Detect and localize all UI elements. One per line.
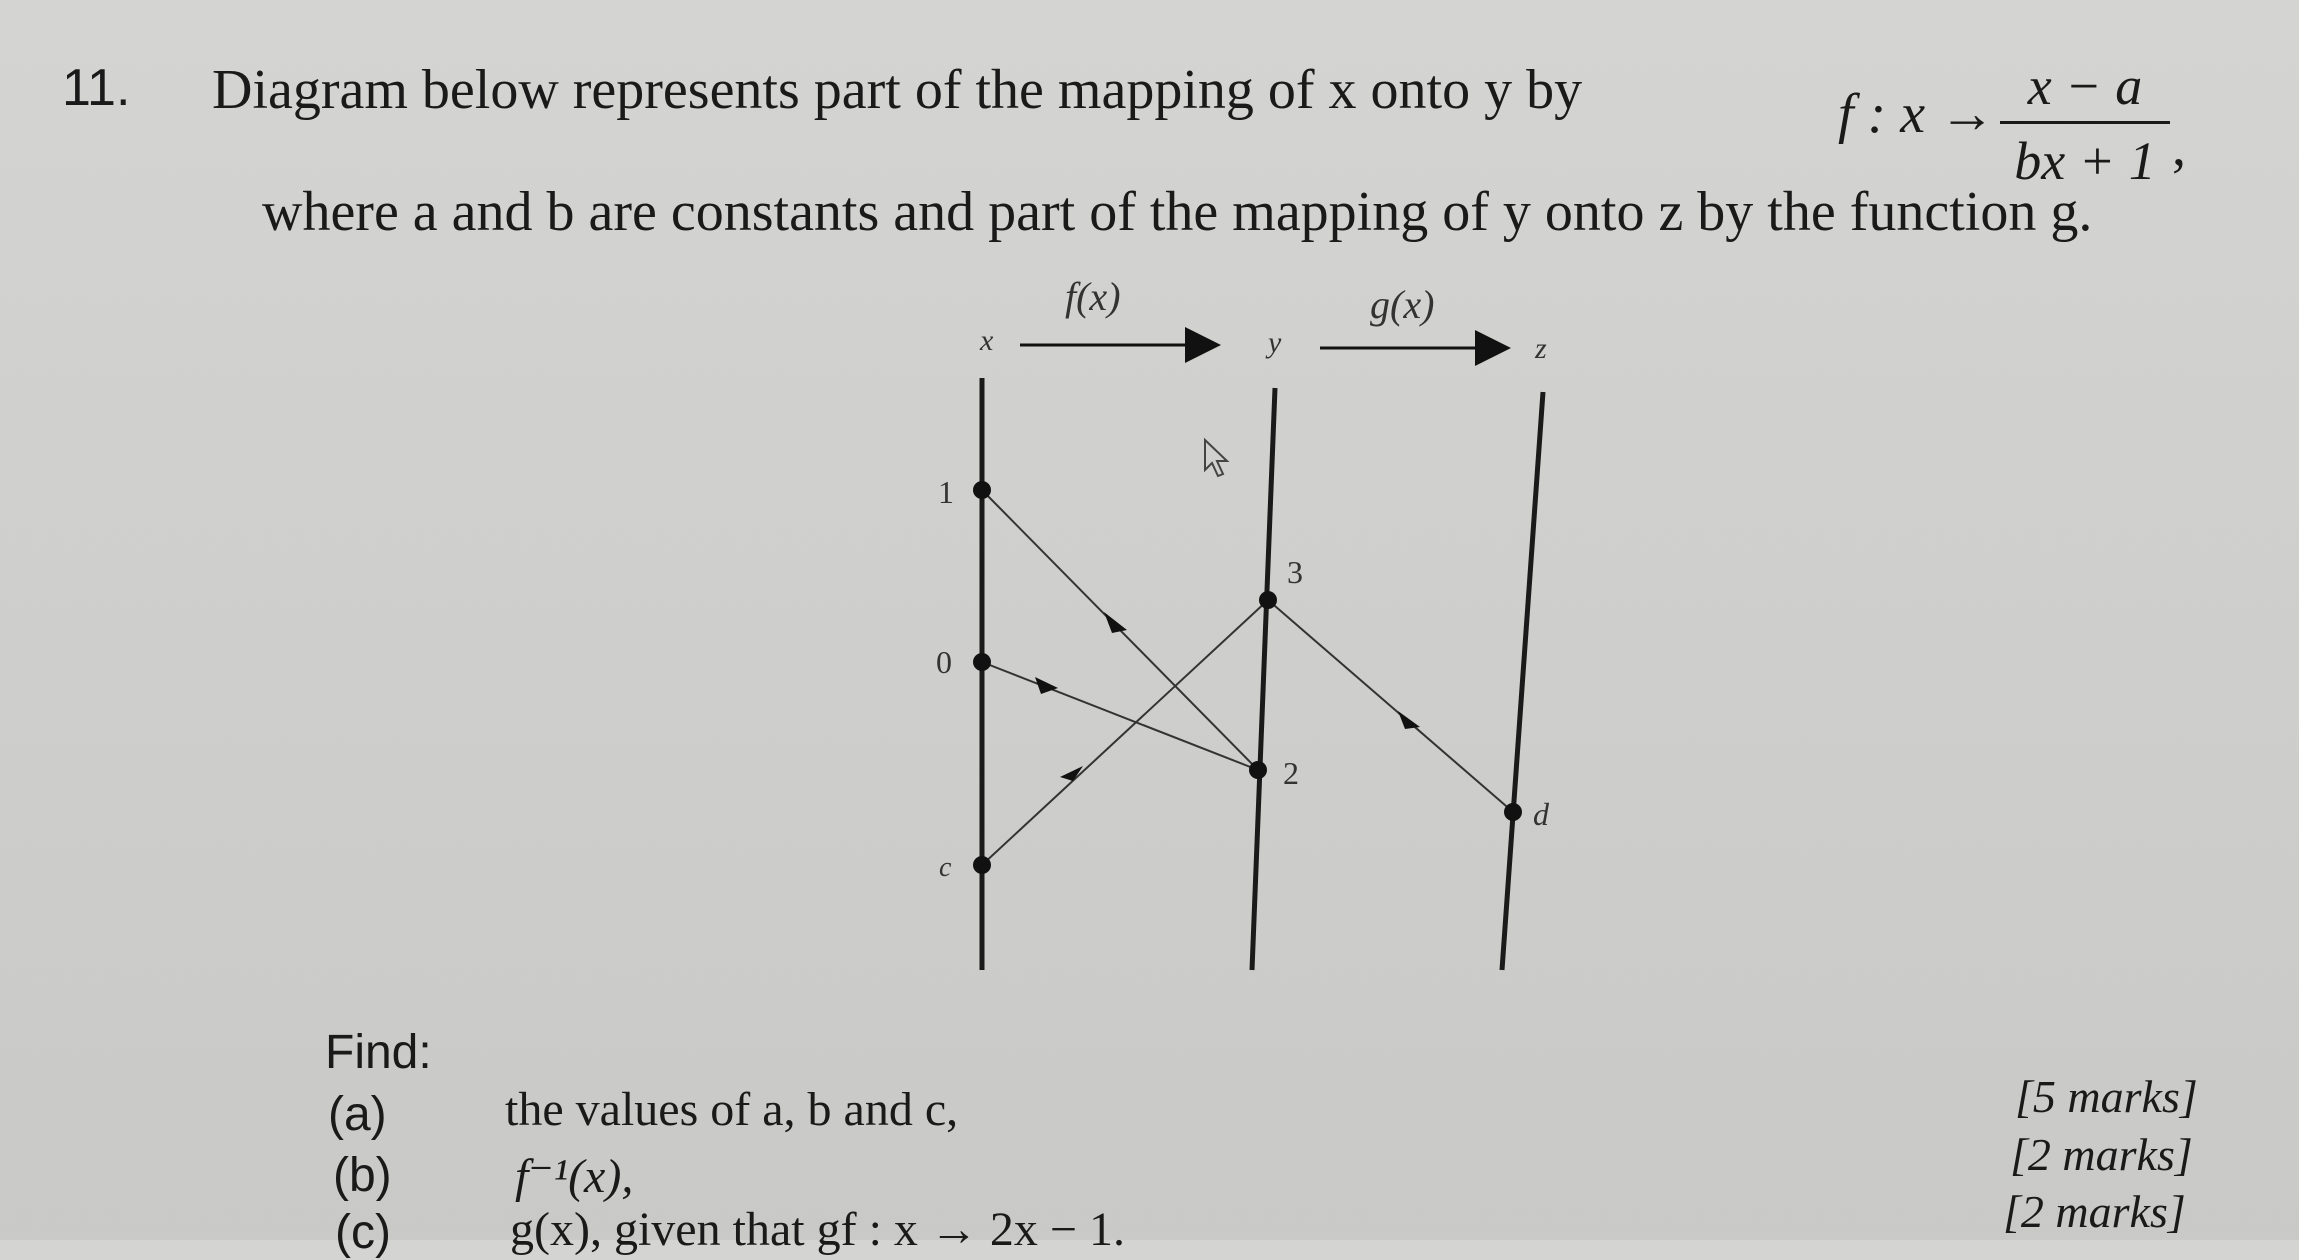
part-b-marks: [2 marks]	[2010, 1129, 2193, 1180]
z-label-d: d	[1533, 796, 1550, 832]
x-label-c: c	[939, 852, 952, 883]
point-x-c	[973, 856, 991, 874]
mapping-3-to-d	[1267, 599, 1514, 813]
point-x-0	[973, 653, 991, 671]
arrow-marker-1	[1104, 612, 1127, 633]
header-z-label: z	[1534, 332, 1547, 365]
point-x-1	[973, 481, 991, 499]
question-line-2: where a and b are constants and part of …	[262, 181, 2093, 243]
point-z-d	[1504, 803, 1522, 821]
part-a-marks: [5 marks]	[2015, 1071, 2198, 1122]
header-y-label: y	[1265, 326, 1282, 359]
question-line-1: Diagram below represents part of the map…	[212, 59, 1583, 121]
find-label: Find:	[325, 1026, 432, 1079]
header-x-label: x	[979, 324, 994, 357]
part-c-label: (c)	[335, 1206, 391, 1259]
part-c-marks: [2 marks]	[2003, 1186, 2186, 1237]
function-comma: ,	[2172, 116, 2186, 178]
arrow-marker-0	[1035, 677, 1058, 694]
y-axis-line	[1249, 387, 1278, 971]
header-fx-label: f(x)	[1065, 274, 1121, 319]
arrow-marker-3	[1398, 711, 1420, 729]
question-number: 11.	[62, 59, 131, 117]
x-label-0: 0	[936, 644, 952, 680]
function-fraction: x − a bx + 1	[2000, 55, 2170, 192]
part-c-text: g(x), given that gf : x → 2x − 1.	[510, 1203, 1125, 1256]
fraction-bar	[2000, 121, 2170, 124]
header-gx-label: g(x)	[1370, 282, 1434, 327]
y-label-3: 3	[1287, 554, 1303, 590]
part-b-label: (b)	[333, 1149, 392, 1202]
function-lhs: f : x →	[1838, 83, 1996, 145]
x-label-1: 1	[938, 474, 954, 510]
y-label-2: 2	[1283, 755, 1299, 791]
part-a-label: (a)	[328, 1088, 387, 1141]
arrow-marker-c	[1060, 766, 1083, 781]
fraction-denominator: bx + 1	[2014, 131, 2156, 191]
point-y-2	[1249, 761, 1267, 779]
mapping-c-to-3	[981, 599, 1269, 866]
mapping-0-to-2	[981, 661, 1259, 771]
mouse-cursor-icon	[1204, 437, 1230, 478]
point-y-3	[1259, 591, 1277, 609]
part-b-text: f⁻¹(x),	[515, 1150, 634, 1203]
z-axis-line	[1499, 391, 1546, 971]
fraction-numerator: x − a	[2027, 56, 2143, 116]
part-a-text: the values of a, b and c,	[505, 1083, 959, 1136]
